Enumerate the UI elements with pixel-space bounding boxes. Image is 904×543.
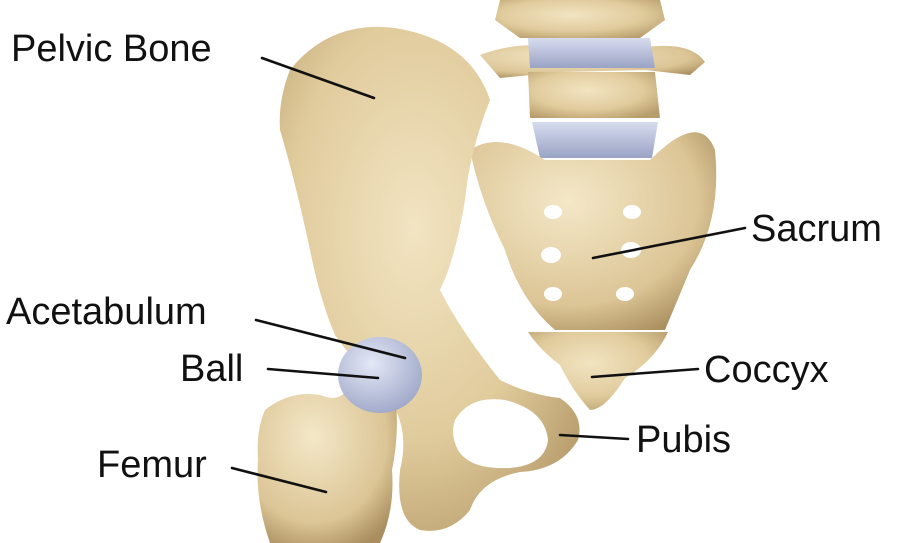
- label-coccyx: Coccyx: [704, 351, 829, 389]
- label-acetabulum: Acetabulum: [6, 293, 207, 331]
- label-pubis: Pubis: [636, 421, 731, 459]
- label-femur: Femur: [97, 446, 207, 484]
- label-sacrum: Sacrum: [751, 210, 882, 248]
- label-ball: Ball: [180, 350, 243, 388]
- label-pelvic-bone: Pelvic Bone: [11, 30, 212, 68]
- sacrum-bone: [470, 132, 716, 330]
